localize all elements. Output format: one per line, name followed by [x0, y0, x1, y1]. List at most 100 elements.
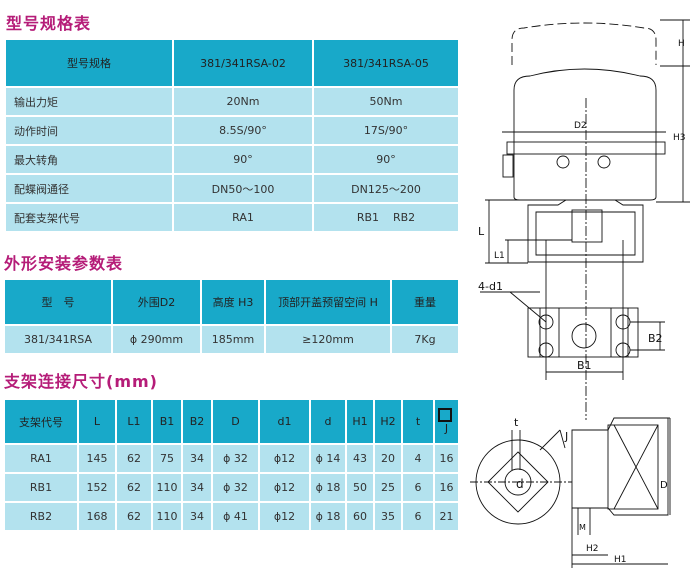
- header-cell: 381/341RSA-02: [174, 40, 312, 86]
- header-cell: H1: [347, 400, 373, 443]
- cell: 动作时间: [6, 117, 172, 144]
- bracket-outline: [527, 199, 644, 263]
- side-plug: [502, 154, 514, 178]
- cell: 7Kg: [392, 326, 458, 353]
- cell: 20: [375, 445, 401, 472]
- header-cell: 型号规格: [6, 40, 172, 86]
- header-cell-j: J: [435, 400, 458, 443]
- label-4-d1: 4-d1: [478, 280, 503, 293]
- mounting-hole: [538, 342, 554, 358]
- cell: 62: [117, 503, 151, 530]
- coupling-section: [571, 417, 669, 516]
- cell: DN125～200: [314, 175, 458, 202]
- label-h2: H2: [586, 544, 599, 554]
- table-row: 381/341RSA ϕ 290mm 185mm ≥120mm 7Kg: [5, 326, 458, 353]
- bracket-inner: [535, 211, 636, 256]
- cell: 25: [375, 474, 401, 501]
- cell: 381/341RSA: [5, 326, 111, 353]
- cell: 16: [435, 474, 458, 501]
- header-cell: 高度 H3: [202, 280, 264, 324]
- cell: 6: [403, 474, 433, 501]
- square-icon: [437, 408, 452, 422]
- label-h: H: [678, 39, 685, 49]
- cell: DN50～100: [174, 175, 312, 202]
- mounting-hole: [538, 314, 554, 330]
- cell: 4: [403, 445, 433, 472]
- cell: 152: [79, 474, 115, 501]
- cell: 配套支架代号: [6, 204, 172, 231]
- label-h3: H3: [673, 133, 686, 143]
- header-label: J: [444, 422, 449, 435]
- install-table: 型 号 外围D2 高度 H3 顶部开盖预留空间 H 重量 381/341RSA …: [3, 278, 460, 355]
- label-d: d: [516, 477, 524, 491]
- actuator-body: [513, 68, 657, 201]
- header-cell: L: [79, 400, 115, 443]
- header-cell: L1: [117, 400, 151, 443]
- cell: 168: [79, 503, 115, 530]
- cell: 20Nm: [174, 88, 312, 115]
- label-t: t: [514, 416, 519, 429]
- cell: ϕ12: [260, 445, 309, 472]
- cell: ≥120mm: [266, 326, 390, 353]
- cell: 62: [117, 445, 151, 472]
- cell: 90°: [174, 146, 312, 173]
- table-header: 型号规格 381/341RSA-02 381/341RSA-05: [6, 40, 458, 86]
- header-cell: t: [403, 400, 433, 443]
- cell: RA1: [174, 204, 312, 231]
- label-j: J: [564, 430, 568, 443]
- center-hole: [571, 323, 597, 349]
- cell: RB1: [5, 474, 77, 501]
- label-b2: B2: [648, 332, 663, 345]
- cell: 145: [79, 445, 115, 472]
- header-cell: d: [311, 400, 345, 443]
- header-cell: 顶部开盖预留空间 H: [266, 280, 390, 324]
- cell: ϕ 32: [213, 445, 258, 472]
- label-d-large: D: [660, 480, 668, 491]
- cell: 50Nm: [314, 88, 458, 115]
- cell: ϕ 18: [311, 503, 345, 530]
- cell: 34: [183, 503, 211, 530]
- cell: 60: [347, 503, 373, 530]
- cell: ϕ12: [260, 474, 309, 501]
- cell: 6: [403, 503, 433, 530]
- mounting-plate: [527, 307, 639, 358]
- cover-clearance-outline: [511, 22, 657, 65]
- cell: RB1 RB2: [314, 204, 458, 231]
- label-m: M: [579, 523, 586, 532]
- header-cell: 支架代号: [5, 400, 77, 443]
- cell: 75: [153, 445, 181, 472]
- header-cell: H2: [375, 400, 401, 443]
- cell: 8.5S/90°: [174, 117, 312, 144]
- header-cell: B1: [153, 400, 181, 443]
- cell: 配蝶阀通径: [6, 175, 172, 202]
- cell: 17S/90°: [314, 117, 458, 144]
- cell: 43: [347, 445, 373, 472]
- cell: 34: [183, 445, 211, 472]
- header-cell: 重量: [392, 280, 458, 324]
- spec-table-title: 型号规格表: [6, 14, 92, 33]
- header-cell: 381/341RSA-05: [314, 40, 458, 86]
- cell: ϕ12: [260, 503, 309, 530]
- label-h1: H1: [614, 555, 627, 565]
- bolt: [556, 155, 570, 169]
- header-cell: D: [213, 400, 258, 443]
- bolt: [597, 155, 611, 169]
- coupling: [571, 209, 603, 243]
- label-b1: B1: [577, 359, 592, 372]
- cell: 34: [183, 474, 211, 501]
- cell: 输出力矩: [6, 88, 172, 115]
- square-drive: [487, 451, 549, 513]
- header-cell: 型 号: [5, 280, 111, 324]
- cell: ϕ 18: [311, 474, 345, 501]
- cell: 16: [435, 445, 458, 472]
- header-cell: 外围D2: [113, 280, 200, 324]
- cell: 35: [375, 503, 401, 530]
